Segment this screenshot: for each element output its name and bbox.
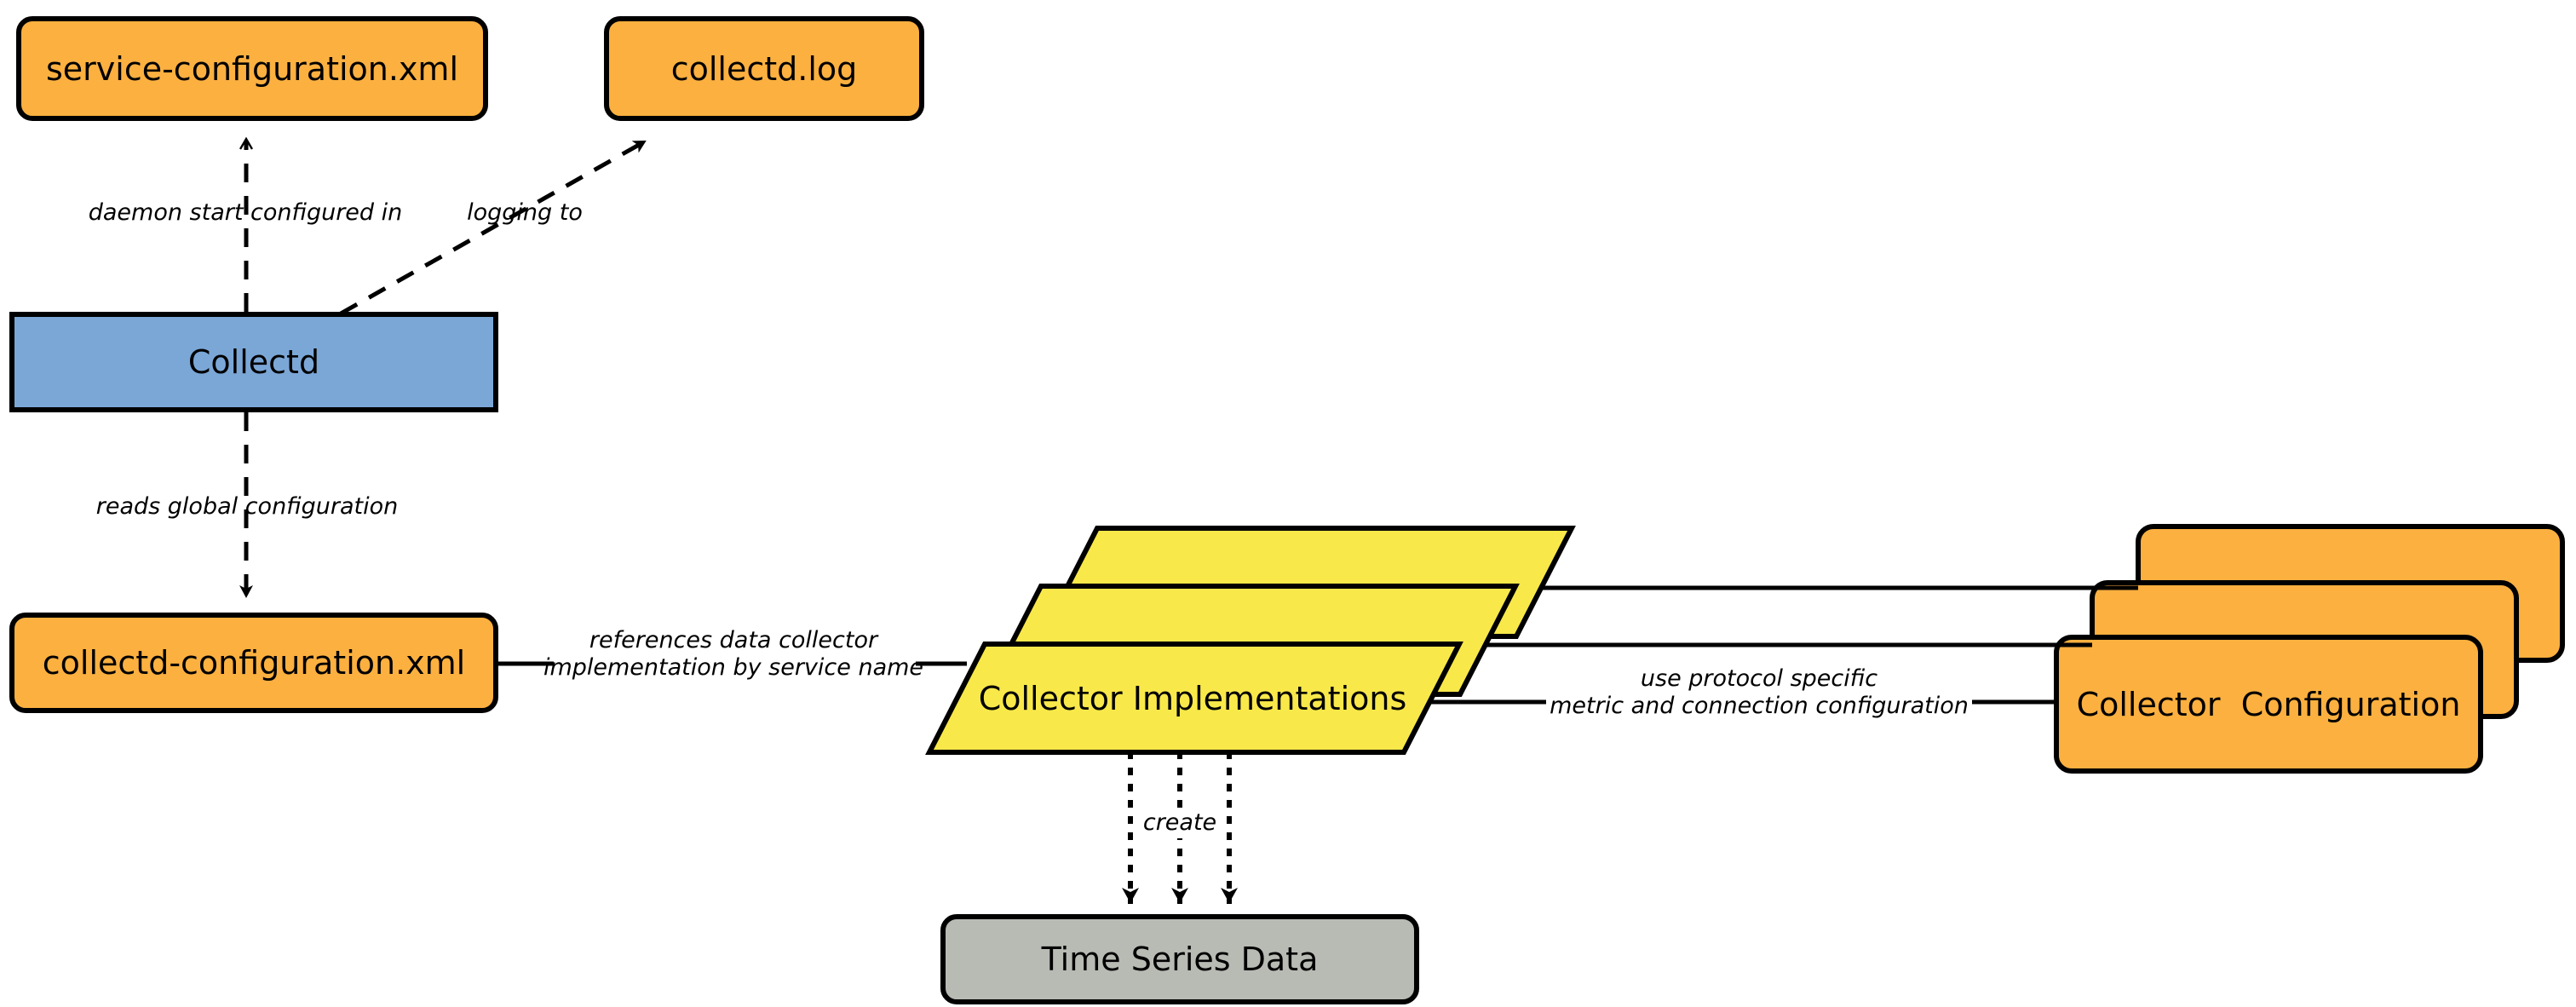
node-time-series-data[interactable] (940, 914, 1419, 1004)
edge-use-protocol-specific (1429, 585, 2138, 705)
edge-label-daemon-start: daemon start configured in (88, 199, 403, 227)
node-collector-implementations[interactable] (925, 526, 1576, 755)
edge-label-references-data-collector: references data collector implementation… (543, 627, 924, 681)
edge-logging-to (339, 139, 647, 316)
node-collectd[interactable] (9, 312, 498, 412)
edge-label-reads-global-configuration: reads global configuration (95, 493, 399, 521)
edge-label-create: create (1133, 808, 1227, 838)
node-collector-configuration[interactable] (2054, 524, 2565, 774)
node-service-configuration[interactable] (16, 16, 488, 121)
edge-label-logging-to: logging to (467, 199, 583, 227)
node-collectd-log[interactable] (604, 16, 924, 121)
node-collectd-configuration[interactable] (9, 613, 498, 713)
edge-label-use-protocol-specific: use protocol specific metric and connect… (1550, 665, 1969, 719)
